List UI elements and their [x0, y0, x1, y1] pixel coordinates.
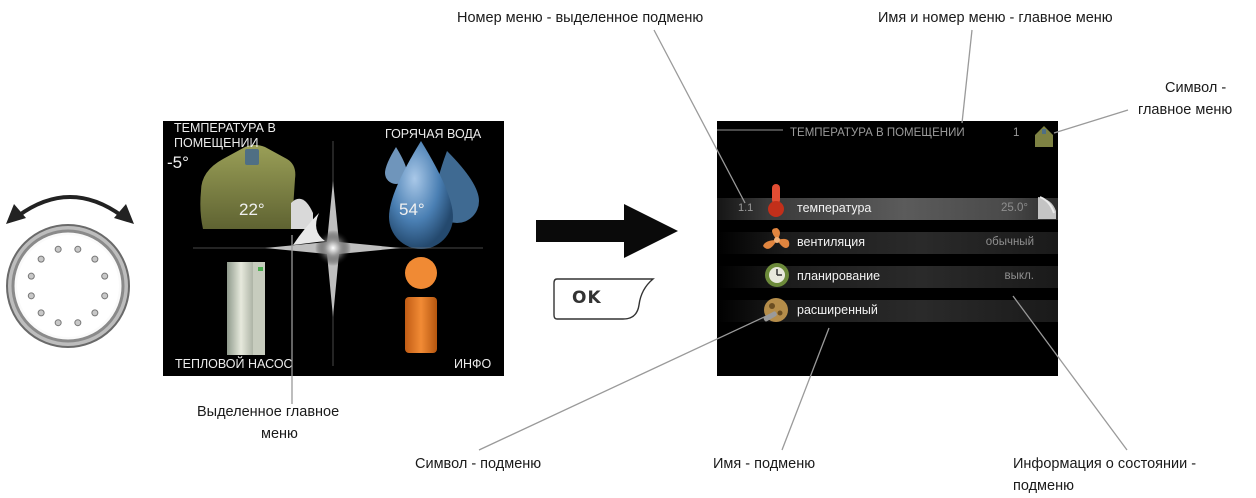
room-temp-title-line1: ТЕМПЕРАТУРА В — [174, 121, 276, 135]
knob-dot — [91, 255, 99, 263]
submenu-item-advanced[interactable]: расширенный — [717, 298, 1058, 322]
forward-arrow-icon — [536, 204, 678, 258]
submenu-item-status: обычный — [985, 236, 1034, 248]
water-drops-icon — [385, 141, 479, 249]
knob-dot — [37, 255, 45, 263]
label-symbol-submenu: Символ - подменю — [415, 456, 542, 472]
house-icon — [200, 145, 313, 229]
menu-header-number: 1 — [1013, 127, 1020, 139]
label-name-number-main-menu: Имя и номер меню - главное меню — [878, 10, 1113, 26]
submenu-item-status: 25.0° — [1001, 202, 1028, 214]
thermometer-icon — [768, 184, 784, 217]
submenu-item-ventilation[interactable]: вентиляция обычный — [717, 228, 1058, 254]
submenu-item-label: планирование — [797, 269, 881, 283]
label-status-info-line1: Информация о состоянии - — [1013, 456, 1197, 472]
arrow-head-left-icon — [6, 204, 26, 224]
submenu-item-scheduling[interactable]: планирование выкл. — [717, 263, 1058, 288]
submenu-item-label: вентиляция — [797, 235, 866, 249]
knob-dot — [74, 319, 82, 327]
fan-icon — [763, 228, 790, 249]
knob-dot — [101, 292, 109, 300]
knob-dot — [37, 309, 45, 317]
control-knob[interactable] — [0, 188, 140, 348]
selection-sparkle-icon — [265, 181, 401, 317]
submenu-item-number: 1.1 — [738, 202, 754, 214]
ok-button[interactable] — [553, 277, 655, 321]
submenu-item-temperature[interactable]: 1.1 температура 25.0° — [717, 184, 1058, 220]
knob-dot — [54, 245, 62, 253]
label-menu-number-selected-submenu: Номер меню - выделенное подменю — [457, 10, 704, 26]
ok-button-label: OK — [572, 288, 602, 308]
heat-pump-icon — [227, 262, 265, 355]
label-status-info-line2: подменю — [1013, 478, 1074, 494]
outdoor-temperature: -5° — [167, 153, 189, 172]
clock-icon — [765, 263, 789, 287]
knob-dot — [91, 309, 99, 317]
heat-pump-title: ТЕПЛОВОЙ НАСОС — [175, 357, 293, 371]
header-rule — [717, 129, 783, 131]
info-icon — [405, 257, 437, 353]
label-name-submenu: Имя - подменю — [713, 456, 816, 472]
knob-dot — [27, 272, 35, 280]
info-title: ИНФО — [454, 357, 492, 371]
house-temperature: 22° — [239, 200, 265, 219]
page-curl-icon — [1038, 196, 1056, 219]
knob-dot — [101, 272, 109, 280]
label-symbol-main-menu-line1: Символ - — [1165, 80, 1227, 96]
label-symbol-main-menu-line2: главное меню — [1138, 102, 1233, 118]
hot-water-temperature: 54° — [399, 200, 425, 219]
menu-header-title: ТЕМПЕРАТУРА В ПОМЕЩЕНИИ — [790, 127, 965, 139]
knob-dot — [74, 245, 82, 253]
submenu-item-label: температура — [797, 201, 872, 215]
submenu-item-status: выкл. — [1004, 270, 1034, 282]
submenu-screen[interactable]: ТЕМПЕРАТУРА В ПОМЕЩЕНИИ 1 1.1 температур… — [717, 121, 1058, 376]
submenu-item-label: расширенный — [797, 303, 878, 317]
label-selected-main-menu-line2: меню — [261, 426, 298, 442]
main-menu-graphics — [193, 141, 483, 366]
knob-dot — [27, 292, 35, 300]
room-temp-title-line2: ПОМЕЩЕНИИ — [174, 136, 259, 150]
hot-water-title: ГОРЯЧАЯ ВОДА — [385, 127, 482, 141]
main-menu-screen[interactable]: ТЕМПЕРАТУРА В ПОМЕЩЕНИИ -5° 22° ГОРЯЧАЯ … — [163, 121, 504, 376]
rotation-arrow-icon — [16, 195, 124, 218]
wrench-icon — [763, 298, 788, 322]
label-selected-main-menu-line1: Выделенное главное — [197, 404, 340, 420]
arrow-head-right-icon — [114, 204, 134, 224]
house-icon — [1035, 126, 1053, 147]
knob-dot — [54, 319, 62, 327]
